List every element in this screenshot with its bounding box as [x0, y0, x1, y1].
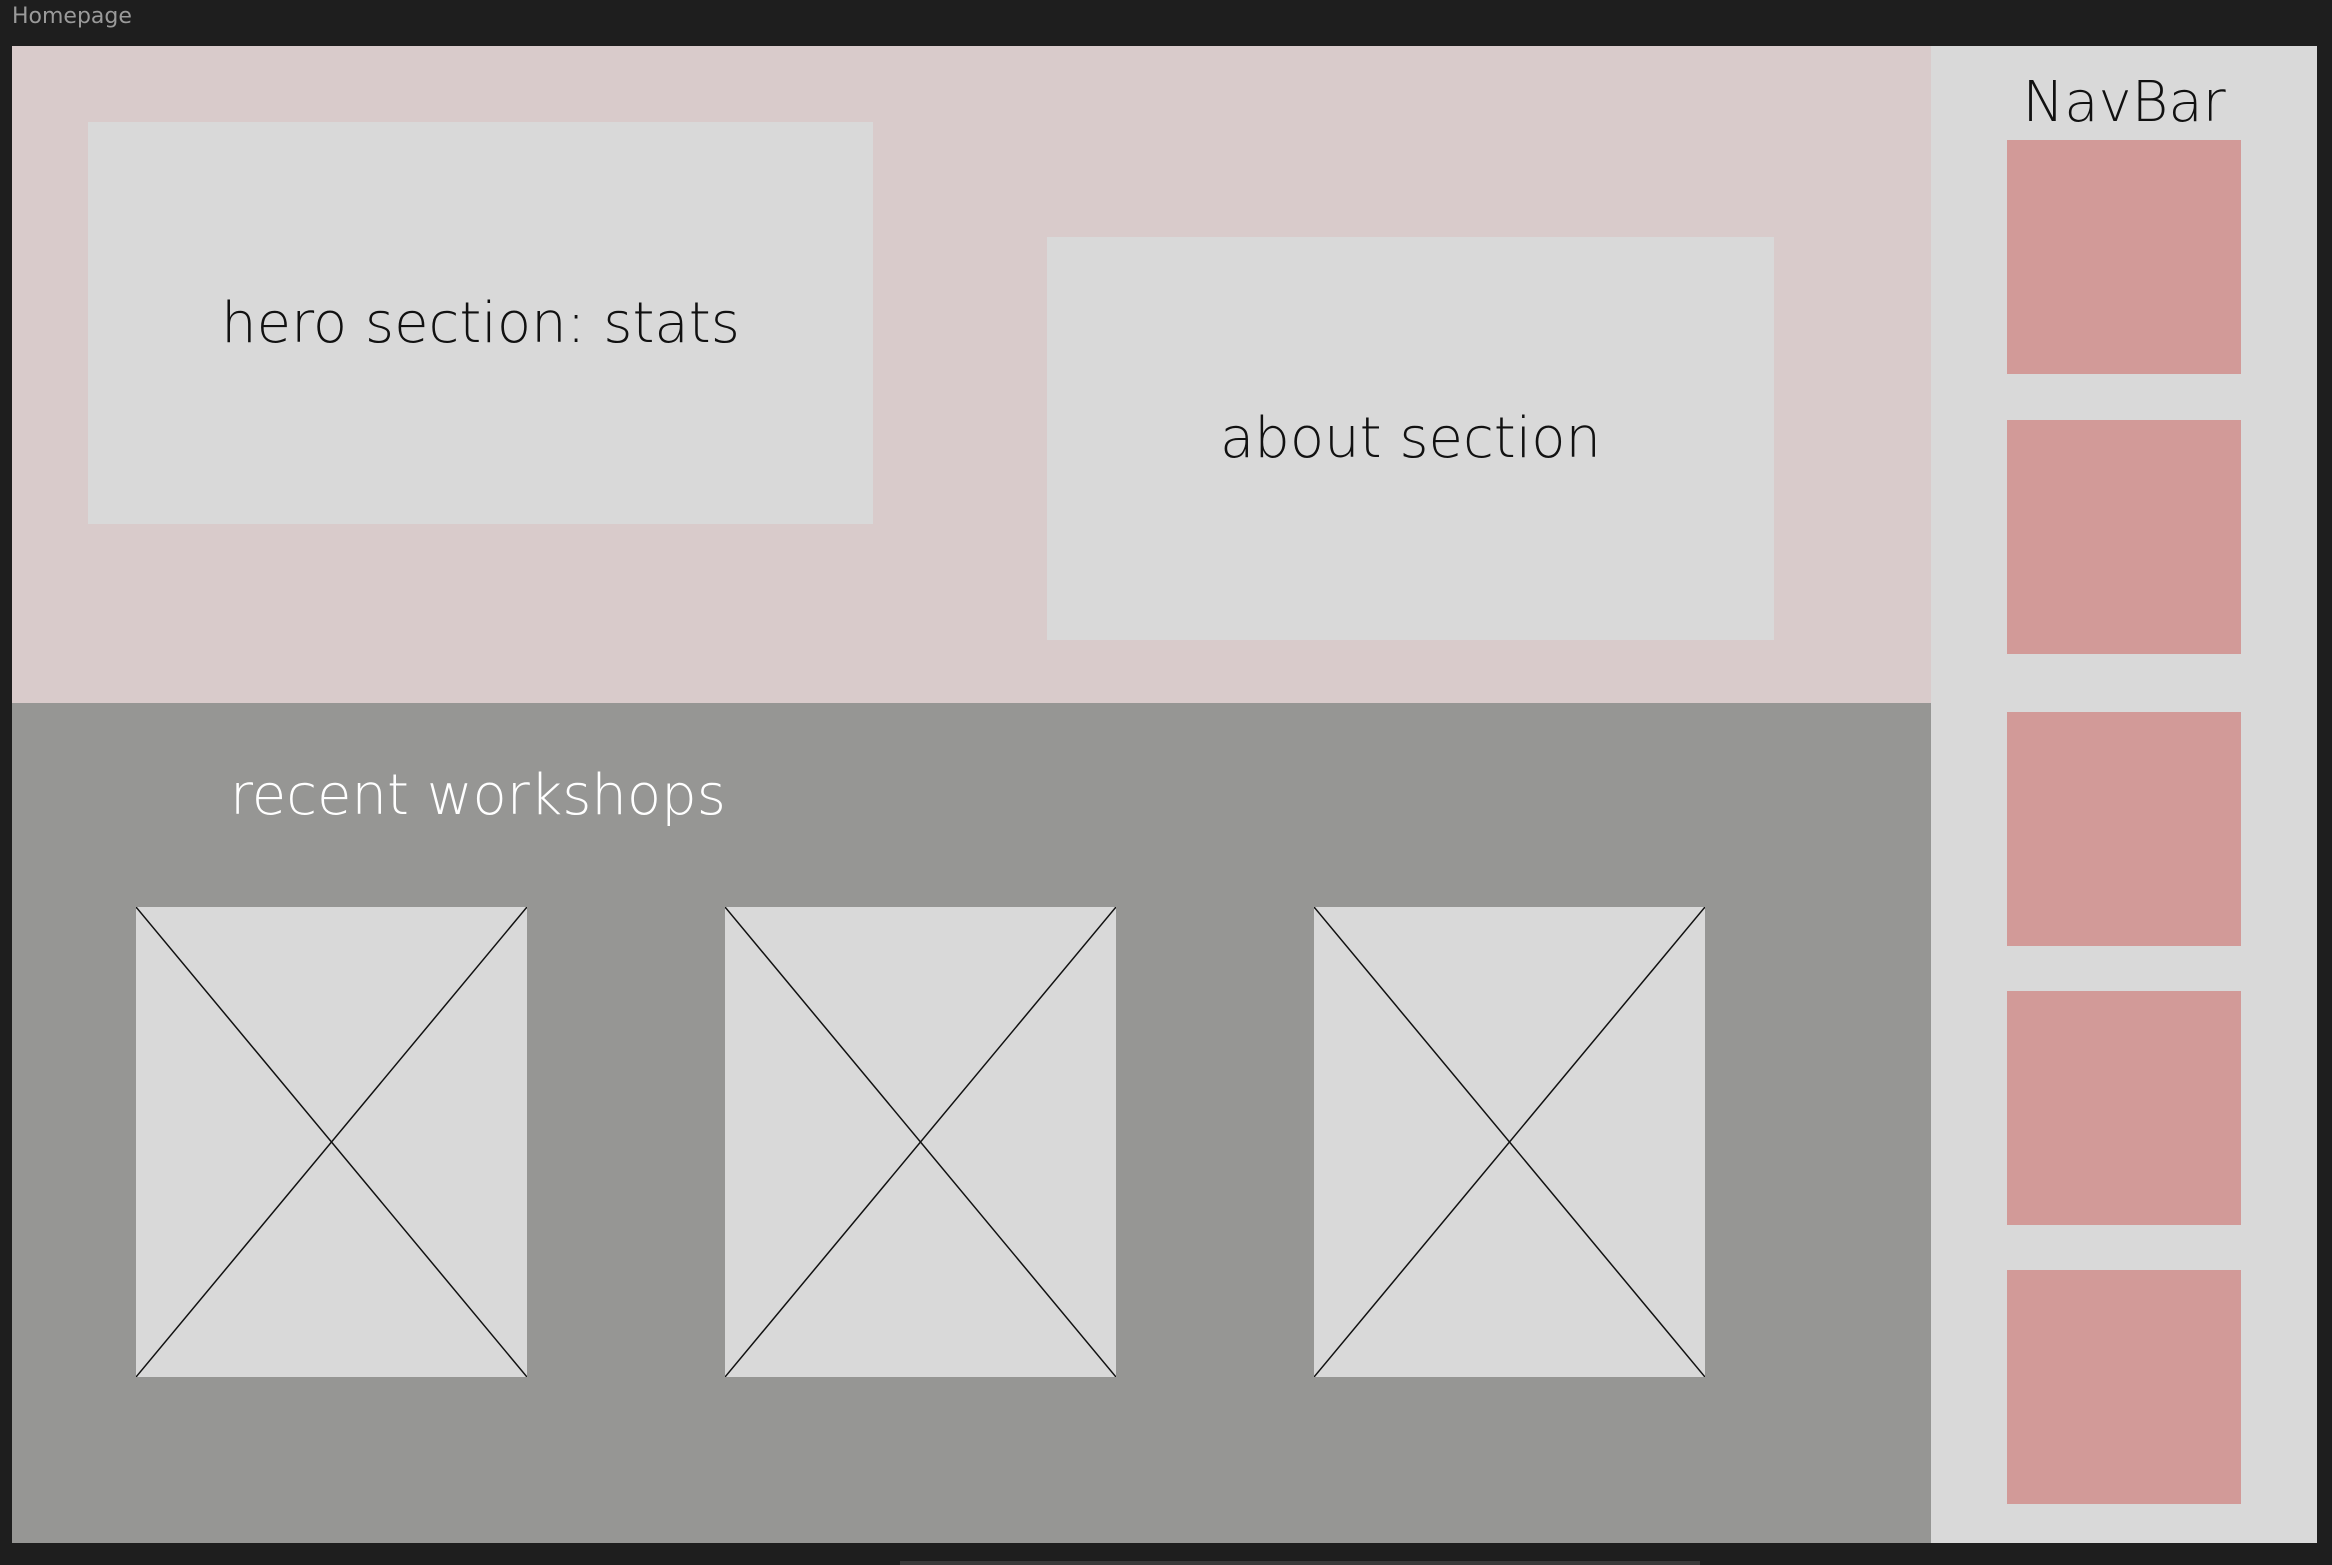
navbar-item[interactable]	[2007, 712, 2241, 946]
top-section: hero section: stats about section	[12, 46, 1931, 703]
hero-section-label: hero section: stats	[221, 290, 740, 356]
homepage-frame: hero section: stats about section recent…	[12, 46, 2317, 1543]
workshop-image-placeholder	[1314, 907, 1705, 1377]
navbar-item[interactable]	[2007, 420, 2241, 654]
workshops-title: recent workshops	[230, 763, 726, 828]
about-section-label: about section	[1219, 406, 1602, 471]
navbar: NavBar	[1931, 46, 2317, 1543]
hero-section-box: hero section: stats	[88, 122, 873, 524]
canvas-scrollbar[interactable]	[900, 1561, 1700, 1565]
workshops-section: recent workshops	[12, 703, 1931, 1543]
image-placeholder-icon	[1314, 907, 1705, 1377]
image-placeholder-icon	[136, 907, 527, 1377]
navbar-item[interactable]	[2007, 991, 2241, 1225]
workshop-image-placeholder	[136, 907, 527, 1377]
image-placeholder-icon	[725, 907, 1116, 1377]
navbar-item[interactable]	[2007, 1270, 2241, 1504]
about-section-box: about section	[1047, 237, 1774, 640]
navbar-item[interactable]	[2007, 140, 2241, 374]
navbar-title: NavBar	[2022, 70, 2226, 135]
frame-label[interactable]: Homepage	[12, 4, 132, 29]
workshop-image-placeholder	[725, 907, 1116, 1377]
